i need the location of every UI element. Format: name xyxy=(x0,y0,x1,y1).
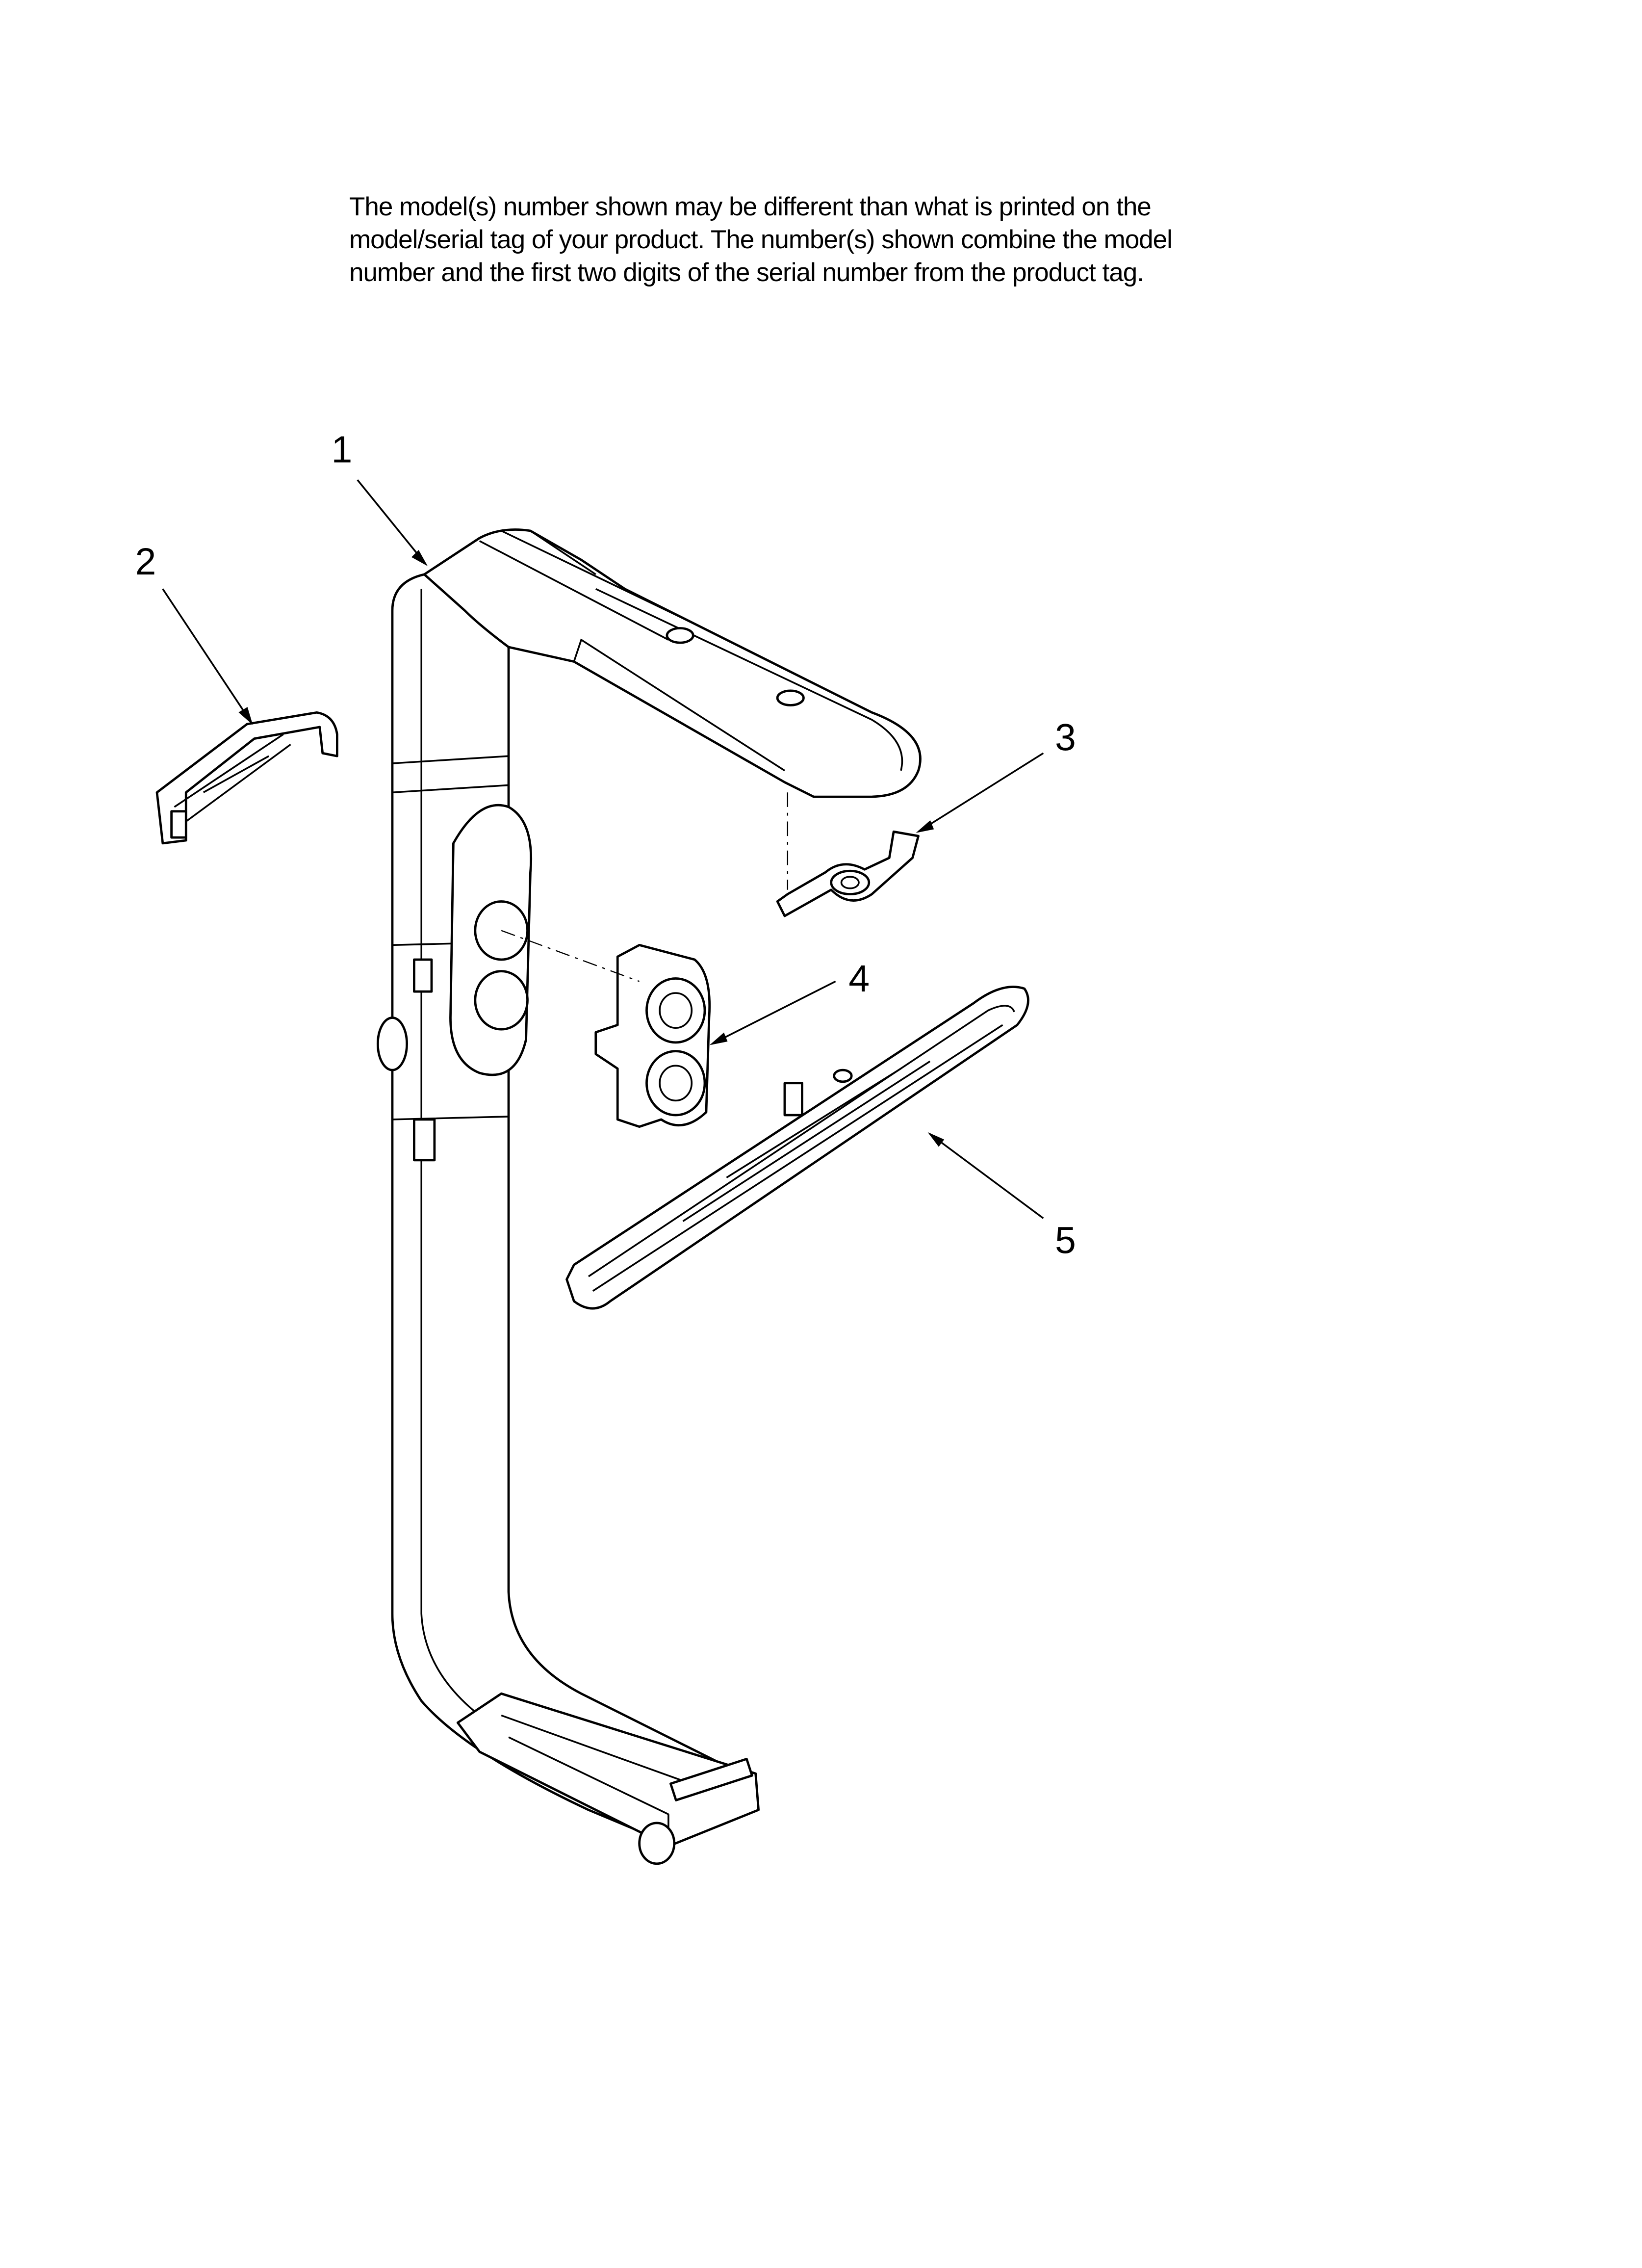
part-2-clip xyxy=(155,711,338,845)
part-1-conduit xyxy=(376,528,922,1865)
part-5-spray-arm xyxy=(565,986,1029,1310)
callout-1: 1 xyxy=(332,429,428,566)
callout-4: 4 xyxy=(709,958,870,1045)
callout-number: 1 xyxy=(332,429,353,471)
note-line: model/serial tag of your product. The nu… xyxy=(349,225,1173,254)
callout-number: 2 xyxy=(135,541,156,583)
part-4-manifold xyxy=(594,943,711,1128)
note-line: number and the first two digits of the s… xyxy=(349,258,1144,287)
note-line: The model(s) number shown may be differe… xyxy=(349,192,1152,221)
part-3-clip xyxy=(776,830,920,917)
callout-number: 3 xyxy=(1055,716,1076,758)
callout-number: 4 xyxy=(848,958,870,1000)
callout-5: 5 xyxy=(927,1132,1076,1261)
model-number-note: The model(s) number shown may be differe… xyxy=(349,190,1379,289)
callout-3: 3 xyxy=(916,716,1076,833)
callout-2: 2 xyxy=(135,541,253,725)
callout-number: 5 xyxy=(1055,1219,1076,1261)
